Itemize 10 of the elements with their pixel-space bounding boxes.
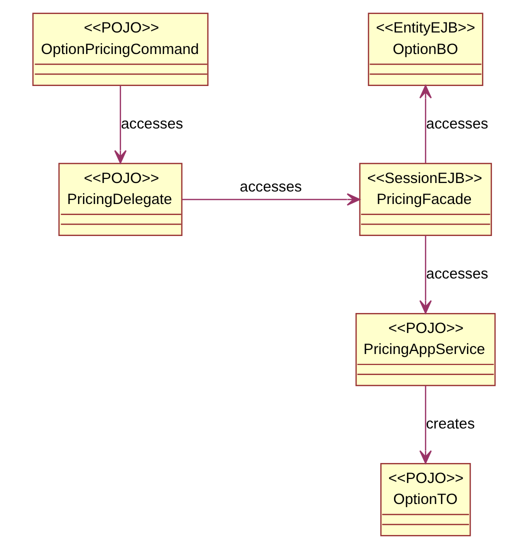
arrow (419, 236, 432, 314)
edge-label: accesses (121, 116, 184, 132)
arrow (419, 84, 432, 163)
edge-label: creates (426, 416, 475, 432)
arrow (182, 193, 360, 206)
edge-label: accesses (426, 116, 488, 132)
arrow (114, 86, 127, 164)
arrow (419, 386, 432, 464)
edge-label: accesses (426, 266, 488, 282)
edge-label: accesses (240, 180, 302, 196)
